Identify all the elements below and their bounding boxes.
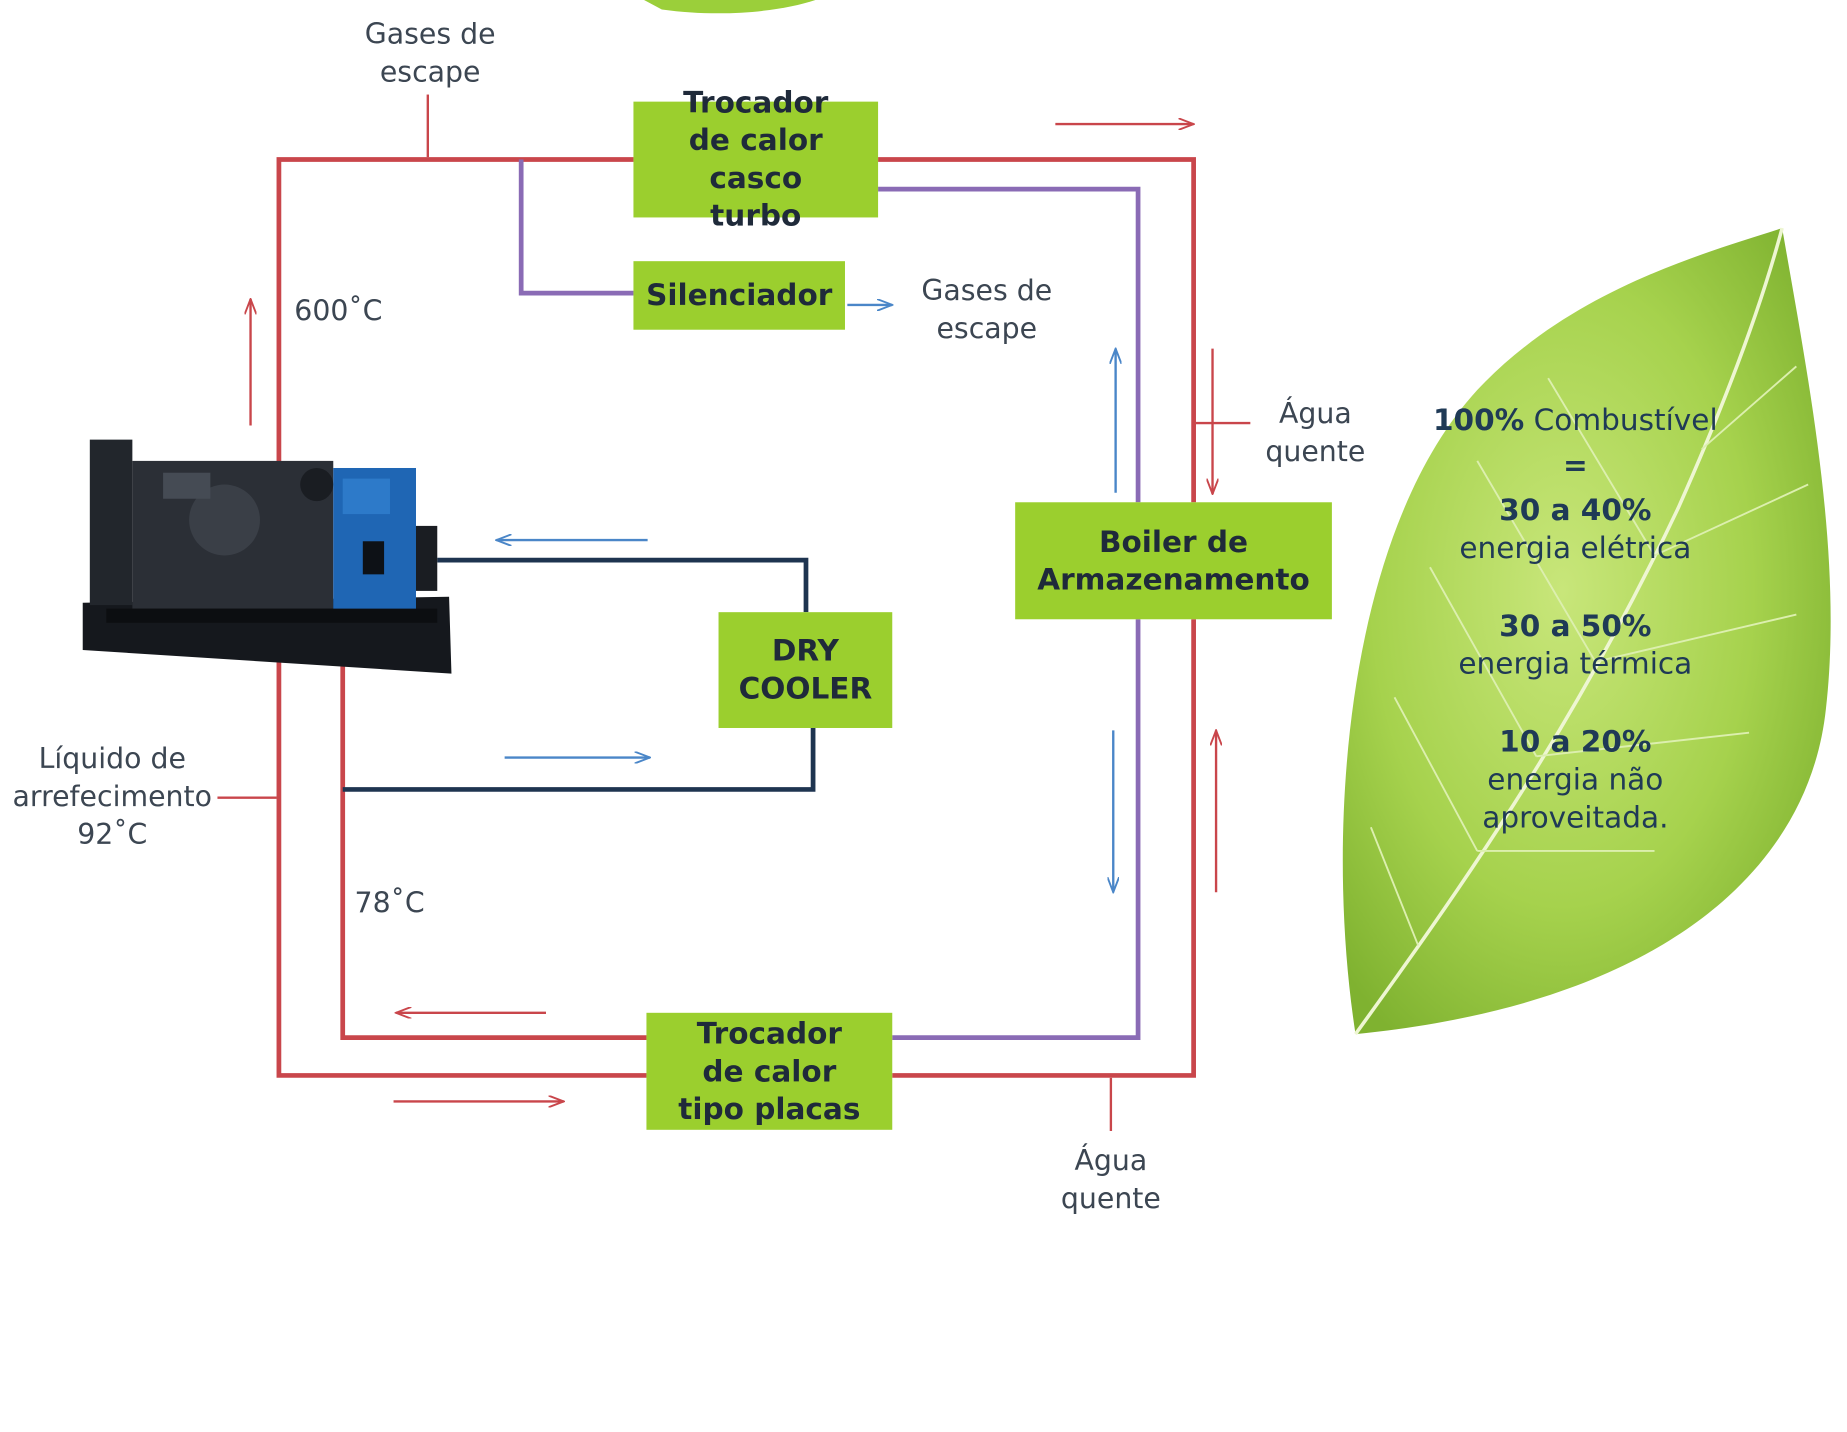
agua-quente-bottom-label: Água quente	[1060, 1143, 1161, 1215]
termica-pct: 30 a 50%	[1499, 608, 1652, 643]
termica-desc: energia térmica	[1458, 646, 1693, 681]
leader-lines	[217, 94, 1251, 1131]
temp-600-label: 600˚C	[294, 294, 383, 328]
purple-lines	[518, 159, 1141, 1040]
trocador-placas-box: Trocador de calor tipo placas	[646, 1012, 893, 1130]
liquido-arrefecimento-label: Líquido de arrefecimento 92˚C	[12, 742, 213, 851]
agua-quente-right-label: Água quente	[1265, 397, 1366, 468]
eletrica-pct: 30 a 40%	[1499, 492, 1652, 528]
nao-aproveitada-desc: energia não aproveitada.	[1482, 762, 1669, 835]
combustivel-pct: 100%	[1432, 402, 1525, 438]
gases-escape-top-label: Gases de escape	[364, 17, 496, 89]
nao-aproveitada-pct: 10 a 20%	[1499, 724, 1652, 759]
leaf-top-fragment	[644, 0, 816, 14]
eletrica-desc: energia elétrica	[1459, 530, 1692, 565]
temp-78-label: 78˚C	[354, 886, 425, 920]
boiler-box: Boiler de Armazenamento	[1015, 502, 1332, 620]
trocador-turbo-box: Trocador de calor casco turbo	[633, 85, 879, 233]
dry-cooler-loop	[342, 557, 816, 792]
gases-escape-mid-label: Gases de escape	[921, 274, 1053, 346]
leaf-image	[1342, 227, 1831, 1036]
equals-sign: =	[1562, 447, 1588, 483]
diagram-canvas	[82, 0, 1831, 1131]
flow-arrows	[251, 124, 1217, 1101]
dry-cooler-box: DRY COOLER	[718, 612, 893, 728]
generator-image	[82, 439, 452, 674]
combustivel-text: Combustível	[1524, 402, 1718, 438]
silenciador-box: Silenciador	[633, 261, 845, 330]
leaf-summary: 100% Combustível = 30 a 40% energia elét…	[1416, 402, 1735, 837]
coolant-loop-inner	[340, 661, 647, 1040]
combustivel-line: 100% Combustível	[1416, 402, 1735, 440]
